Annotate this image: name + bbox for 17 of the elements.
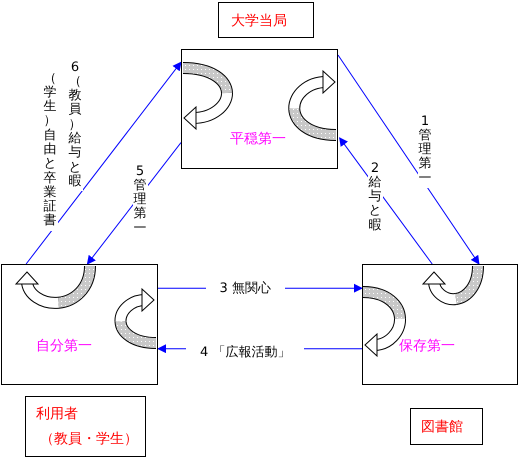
node-text: 保存第一: [399, 337, 455, 355]
node-text: 自分第一: [36, 337, 92, 355]
label-box: [218, 2, 314, 38]
edge-label: 1管理第一: [418, 112, 432, 188]
label-box: [181, 49, 338, 169]
library-label: 図書館: [421, 418, 463, 436]
label-box: [25, 396, 146, 457]
node-text: 平穏第一: [230, 130, 286, 148]
edge-label: 6（教員）給与と暇: [68, 58, 82, 192]
connector-arrow: [338, 54, 480, 265]
label-box: [362, 264, 518, 385]
label-box: [410, 408, 483, 445]
user-subtitle: （教員・学生）: [40, 430, 138, 448]
user-label: 利用者: [36, 405, 78, 423]
authority-label: 大学当局: [231, 12, 287, 30]
connector-arrow: [26, 61, 182, 264]
label-box: [1, 264, 158, 385]
